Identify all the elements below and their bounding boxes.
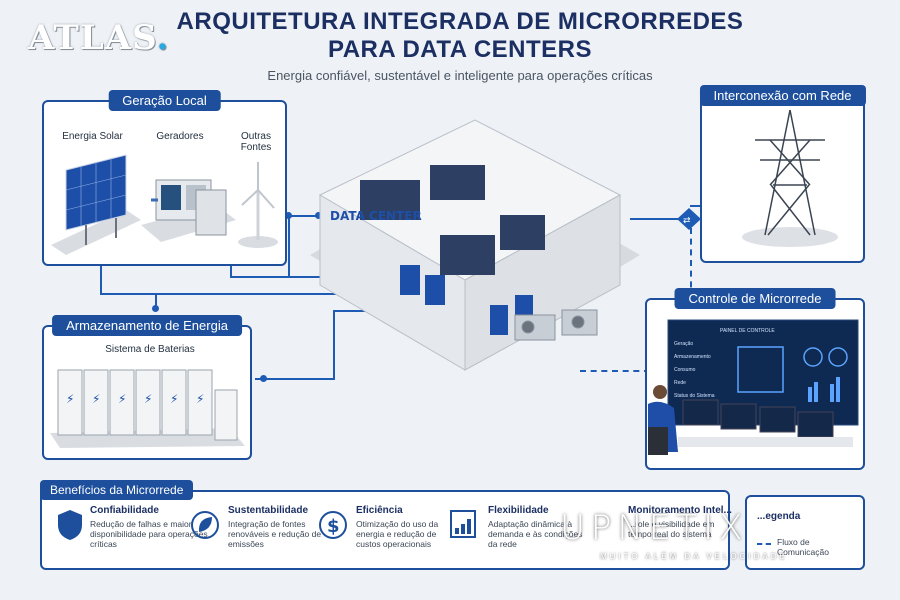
benefits-panel — [40, 490, 730, 570]
benefit-efficiency: Eficiência Otimização do uso da energia … — [356, 505, 439, 549]
benefits-title: Benefícios da Microrrede — [40, 480, 194, 500]
control-menu: Geração Armazenamento Consumo Rede Statu… — [674, 341, 715, 399]
svg-text:Rede: Rede — [674, 380, 686, 386]
cooling-unit-icon — [514, 309, 598, 341]
operator-icon — [648, 385, 678, 455]
leaf-icon — [191, 511, 219, 539]
server-rack-icon — [360, 165, 545, 275]
svg-text:Status do Sistema: Status do Sistema — [674, 393, 715, 399]
svg-text:$: $ — [327, 516, 340, 537]
wind-turbine-icon — [238, 162, 278, 248]
control-room-illustration: PAINEL DE CONTROLE Geração Armazenamento… — [648, 319, 859, 455]
svg-text:⚡: ⚡ — [196, 392, 204, 406]
benefit-sustainability: Sustentabilidade Integração de fontes re… — [228, 505, 322, 549]
atlas-logo: ATLAS. — [28, 18, 170, 58]
power-tower-icon — [742, 109, 838, 247]
benefit-reliability: Confiabilidade Redução de falhas e maior… — [90, 505, 208, 549]
bar-chart-icon — [808, 377, 840, 402]
monitor-icon — [682, 399, 834, 438]
svg-text:Consumo: Consumo — [674, 367, 696, 373]
legend-communication: Fluxo de Comunicação — [777, 537, 829, 557]
battery-icon — [57, 369, 238, 441]
generators-label: Geradores — [156, 131, 204, 142]
data-center-label: DATA CENTER — [330, 209, 422, 223]
dashed-line-icon — [757, 543, 771, 545]
generation-illustration — [51, 154, 278, 255]
legend-title: ...egenda — [757, 511, 801, 522]
legend-panel: ...egenda Fluxo de Comunicação — [745, 495, 865, 570]
svg-text:⚡: ⚡ — [92, 392, 100, 406]
storage-title: Armazenamento de Energia — [52, 315, 242, 336]
network-switch-icon: ⇄ — [677, 208, 701, 230]
upnetix-tagline: MUITO ALÉM DA VELOCIDADE — [600, 552, 788, 561]
svg-text:Armazenamento: Armazenamento — [674, 354, 711, 360]
grid-title: Interconexão com Rede — [699, 85, 866, 106]
generation-title: Geração Local — [108, 90, 221, 111]
shield-icon — [58, 510, 82, 540]
gauge-icon — [737, 346, 848, 393]
growth-chart-icon — [450, 510, 476, 538]
control-title: Controle de Microrrede — [674, 288, 836, 309]
solar-panel-icon — [51, 154, 141, 255]
upnetix-watermark: UPNETIX — [560, 508, 749, 548]
benefit-flexibility: Flexibilidade Adaptação dinâmica à deman… — [488, 505, 583, 549]
svg-text:⚡: ⚡ — [144, 392, 152, 406]
data-center-illustration: DATA CENTER — [310, 119, 640, 371]
svg-text:⚡: ⚡ — [118, 392, 126, 406]
svg-text:Geração: Geração — [674, 341, 693, 347]
control-panel-screen-title: PAINEL DE CONTROLE — [720, 328, 775, 334]
battery-system-label: Sistema de Baterias — [105, 344, 195, 355]
benefit-monitoring: Monitoramento Intel... ...role e visibil… — [628, 505, 732, 539]
dollar-icon: $ — [319, 511, 347, 539]
page-title: ARQUITETURA INTEGRADA DE MICRORREDES PAR… — [176, 8, 744, 63]
battery-illustration: ⚡ ⚡ ⚡ ⚡ ⚡ ⚡ — [50, 369, 245, 448]
svg-text:⚡: ⚡ — [66, 392, 74, 406]
svg-text:⚡: ⚡ — [170, 392, 178, 406]
page-subtitle: Energia confiável, sustentável e intelig… — [267, 68, 653, 83]
svg-text:⇄: ⇄ — [683, 216, 691, 226]
solar-label: Energia Solar — [62, 131, 123, 142]
generator-icon — [141, 179, 236, 242]
